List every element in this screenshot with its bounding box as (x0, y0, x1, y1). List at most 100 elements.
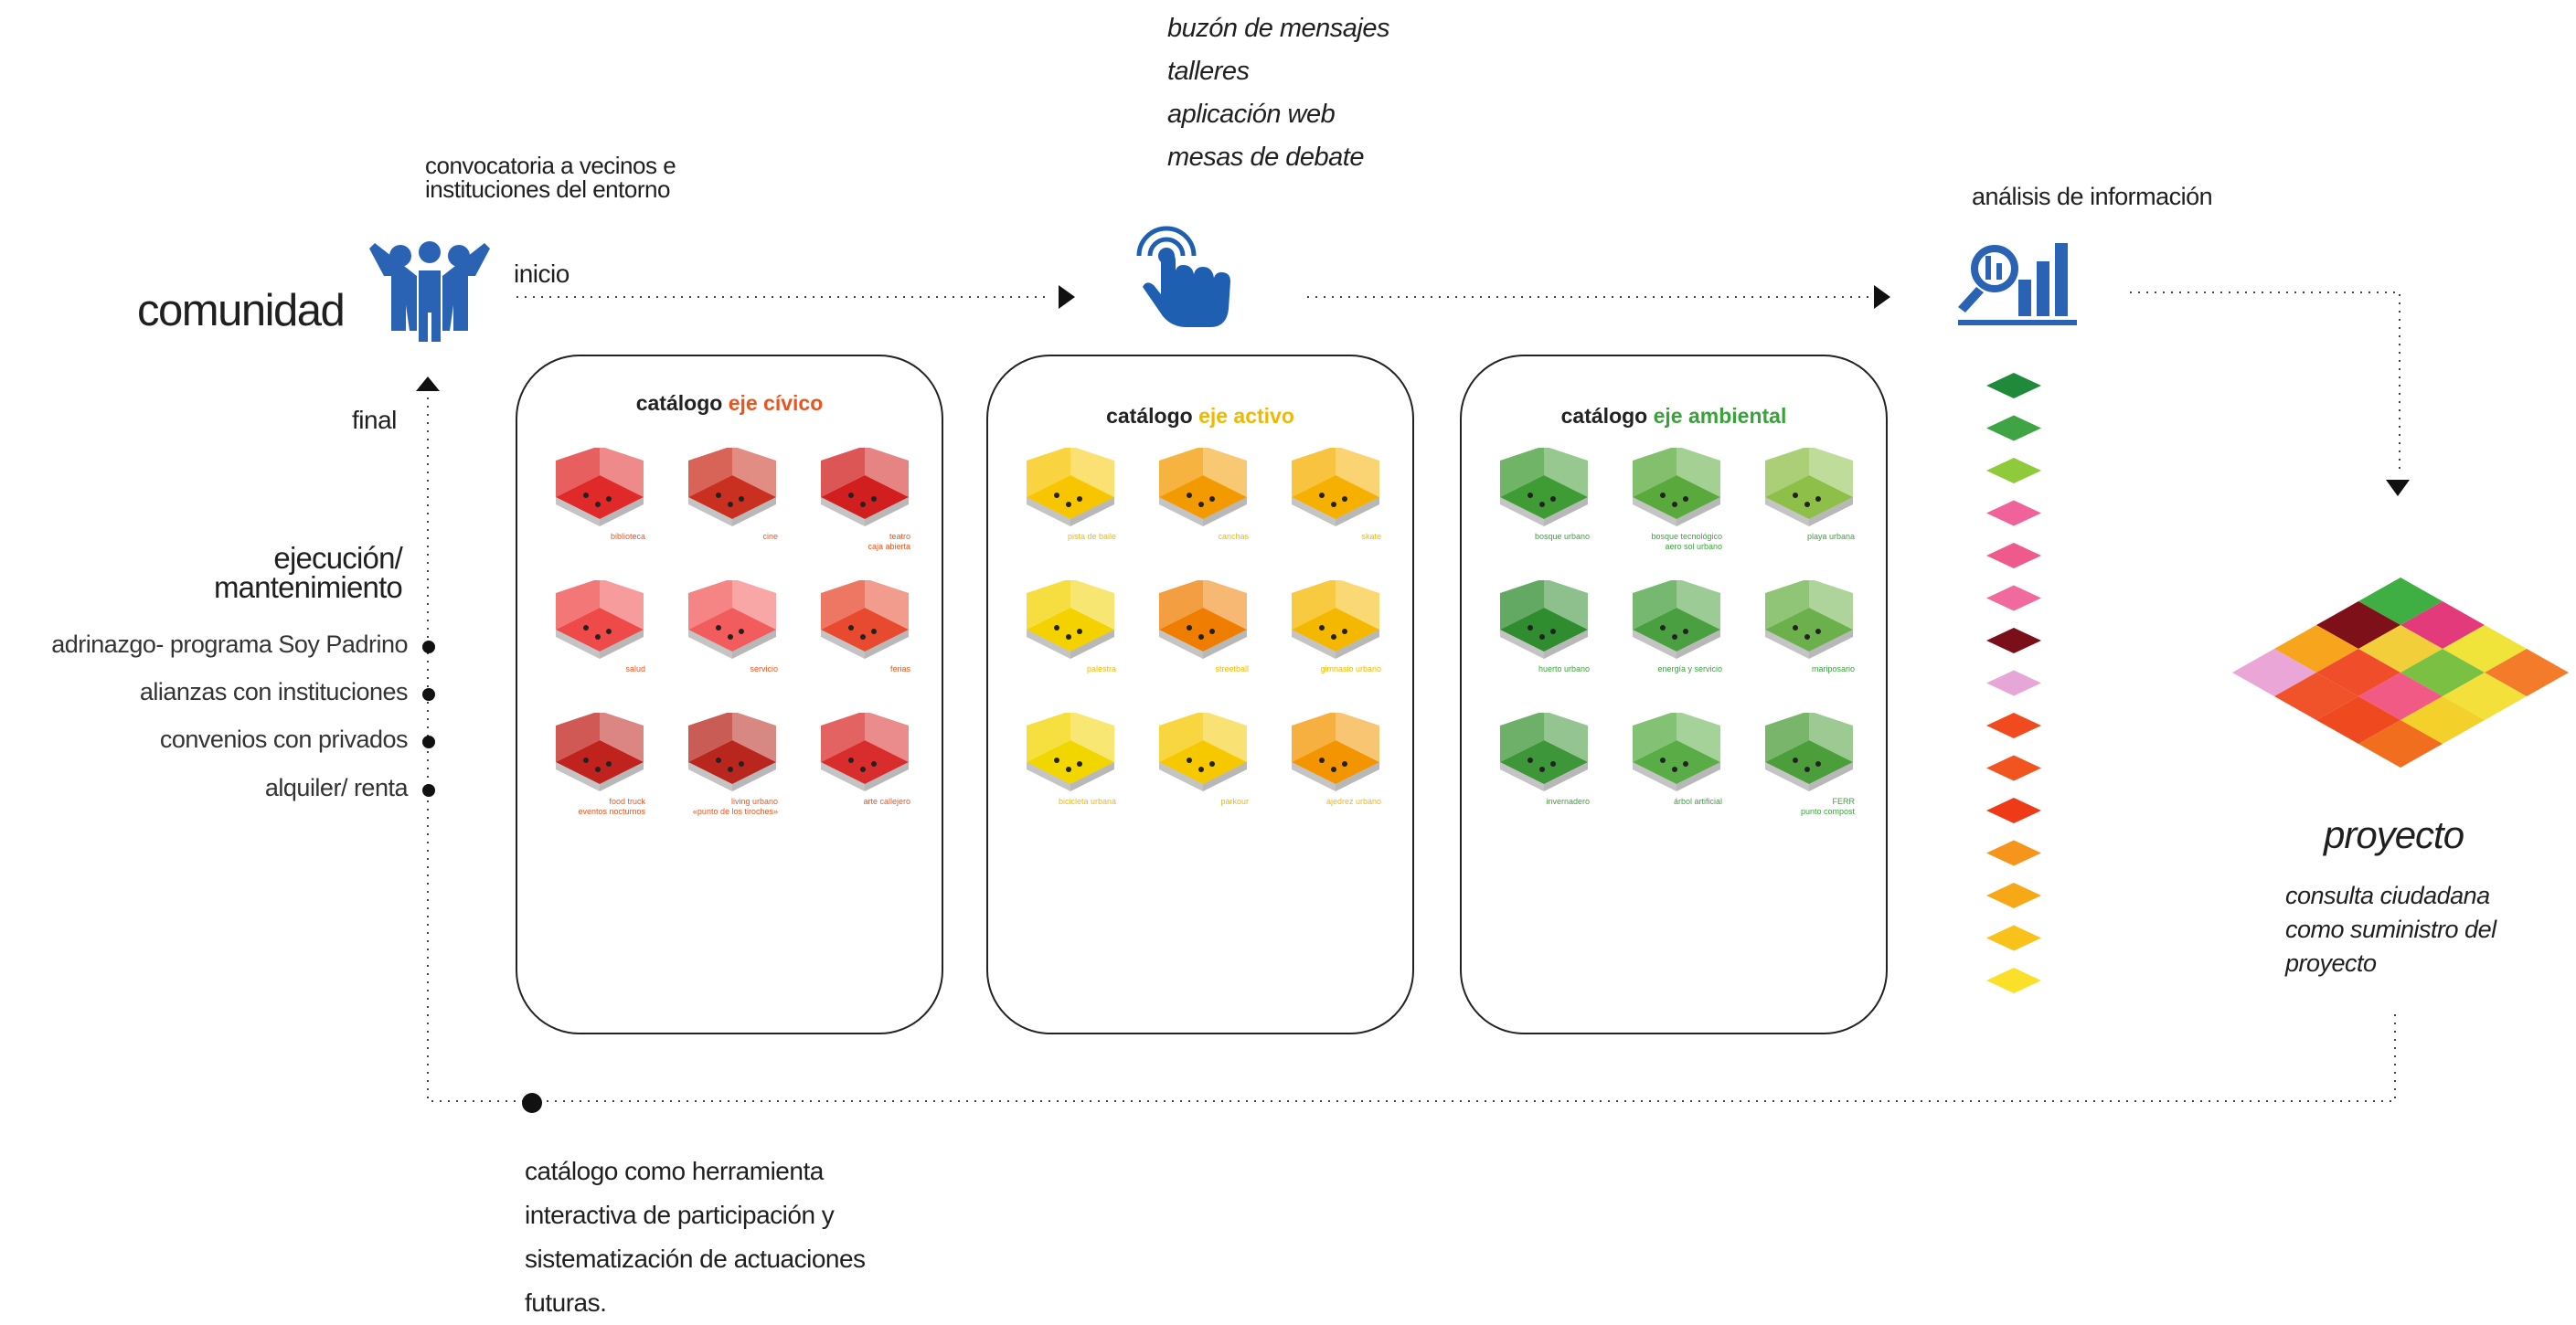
catalog-item-label: árbol artificial (1673, 797, 1722, 806)
catalog-item-illustration (1159, 446, 1247, 526)
catalog-item[interactable]: FERR punto compost (1745, 711, 1873, 841)
arrow-right-2 (1874, 285, 1890, 309)
catalog-item[interactable]: biblioteca (536, 446, 664, 576)
catalog-item[interactable]: food truck eventos nocturnos (536, 711, 664, 841)
list-item: adrinazgo- programa Soy Padrino (51, 631, 408, 658)
catalog-item[interactable]: arte callejero (801, 711, 929, 841)
arrow-down (2386, 480, 2410, 496)
catalog-item[interactable]: huerto urbano (1480, 578, 1608, 708)
analytics-icon (1958, 243, 2077, 325)
catalog-item[interactable]: streetball (1139, 578, 1267, 708)
catalog-item-illustration (556, 578, 644, 659)
catalog-item[interactable]: servicio (668, 578, 796, 708)
analysis-diamond (1986, 373, 2041, 398)
catalog-item-illustration (556, 446, 644, 526)
analysis-diamond (1986, 585, 2041, 611)
catalog-item-illustration (1027, 711, 1114, 791)
catalog-item-illustration (556, 711, 644, 791)
catalog-item-label: gimnasio urbano (1320, 664, 1381, 673)
catalog-item-label: food truck eventos nocturnos (578, 797, 645, 816)
analysis-diamond-column (1986, 373, 2041, 993)
catalog-item-illustration (1292, 446, 1379, 526)
catalog-item-label: bosque tecnológico aero sol urbano (1651, 532, 1722, 551)
catalog-item-illustration (1765, 446, 1853, 526)
catalog-item[interactable]: bosque tecnológico aero sol urbano (1613, 446, 1740, 576)
catalog-item-illustration (1500, 711, 1588, 791)
proyecto-subtitle: consulta ciudadana como suministro del p… (2285, 882, 2496, 977)
catalog-item-illustration (1292, 578, 1379, 659)
catalog-item-label: teatro caja abierta (868, 532, 910, 551)
catalog-item-label: parkour (1220, 797, 1249, 806)
channels-list: buzón de mensajes talleres aplicación we… (1167, 14, 1390, 172)
analysis-diamond (1986, 798, 2041, 823)
catalog-item-label: invernadero (1546, 797, 1590, 806)
catalog-item-illustration (1027, 578, 1114, 659)
ejecucion-label: ejecución/ mantenimiento (213, 541, 403, 604)
catalog-item[interactable]: salud (536, 578, 664, 708)
analysis-diamond (1986, 628, 2041, 653)
people-icon (369, 241, 490, 342)
catalog-item[interactable]: playa urbana (1745, 446, 1873, 576)
catalog-item[interactable]: canchas (1139, 446, 1267, 576)
catalog-item[interactable]: skate (1272, 446, 1400, 576)
analysis-diamond (1986, 543, 2041, 568)
catalog-item-illustration (1159, 711, 1247, 791)
catalog-item-label: pista de baile (1067, 532, 1116, 541)
catalog-item[interactable]: cine (668, 446, 796, 576)
catalog-item[interactable]: ferias (801, 578, 929, 708)
catalog-item[interactable]: parkour (1139, 711, 1267, 841)
catalog-item[interactable]: pista de baile (1006, 446, 1134, 576)
list-item: convenios con privados (159, 726, 409, 753)
catalog-item-label: salud (625, 664, 645, 673)
catalog-item[interactable]: palestra (1006, 578, 1134, 708)
analysis-diamond (1986, 458, 2041, 483)
catalog-item-label: playa urbana (1806, 532, 1855, 541)
catalog-item[interactable]: bicicleta urbana (1006, 711, 1134, 841)
catalog-item[interactable]: teatro caja abierta (801, 446, 929, 576)
catalog-item-illustration (688, 446, 776, 526)
catalog-item[interactable]: árbol artificial (1613, 711, 1740, 841)
analysis-diamond (1986, 883, 2041, 908)
catalog-item-label: energía y servicio (1657, 664, 1722, 673)
catalog-item-label: arte callejero (863, 797, 910, 806)
catalog-item-illustration (1633, 578, 1720, 659)
proyecto-grid (2232, 578, 2569, 768)
catalog-item-label: streetball (1215, 664, 1249, 673)
proyecto-title: proyecto (2324, 813, 2464, 856)
catalog-item[interactable]: invernadero (1480, 711, 1608, 841)
catalog-item[interactable]: energía y servicio (1613, 578, 1740, 708)
list-item: alquiler/ renta (264, 774, 409, 801)
catalog-item-illustration (1027, 446, 1114, 526)
catalog-item-illustration (1159, 578, 1247, 659)
catalog-item-label: biblioteca (610, 532, 645, 541)
catalog-title: catálogo eje cívico (635, 391, 824, 415)
analysis-diamond (1986, 713, 2041, 738)
catalog-item-label: cine (762, 532, 778, 541)
analysis-diamond (1986, 500, 2041, 526)
arrow-right-1 (1059, 285, 1075, 309)
analysis-diamond (1986, 755, 2041, 781)
catalog-item[interactable]: mariposario (1745, 578, 1873, 708)
catalog-item-label: bosque urbano (1534, 532, 1590, 541)
footer-node (522, 1093, 542, 1113)
catalog-item[interactable]: living urbano «punto de los tiroches» (668, 711, 796, 841)
convocatoria-text: convocatoria a vecinos e instituciones d… (425, 152, 676, 203)
catalog-item[interactable]: bosque urbano (1480, 446, 1608, 576)
catalog-item[interactable]: ajedrez urbano (1272, 711, 1400, 841)
catalog-item-label: FERR punto compost (1800, 797, 1855, 816)
final-label: final (352, 406, 397, 434)
catalog-item-illustration (821, 578, 909, 659)
inicio-label: inicio (514, 260, 569, 288)
catalog-item[interactable]: gimnasio urbano (1272, 578, 1400, 708)
analysis-diamond (1986, 670, 2041, 696)
catalog-item-label: huerto urbano (1538, 664, 1590, 673)
catalog-item-illustration (1633, 711, 1720, 791)
analysis-diamond (1986, 840, 2041, 866)
footer-text: catálogo como herramienta interactiva de… (525, 1157, 866, 1317)
catalog-item-label: ferias (889, 664, 910, 673)
analysis-diamond (1986, 415, 2041, 441)
list-item: alianzas con instituciones (139, 678, 409, 705)
